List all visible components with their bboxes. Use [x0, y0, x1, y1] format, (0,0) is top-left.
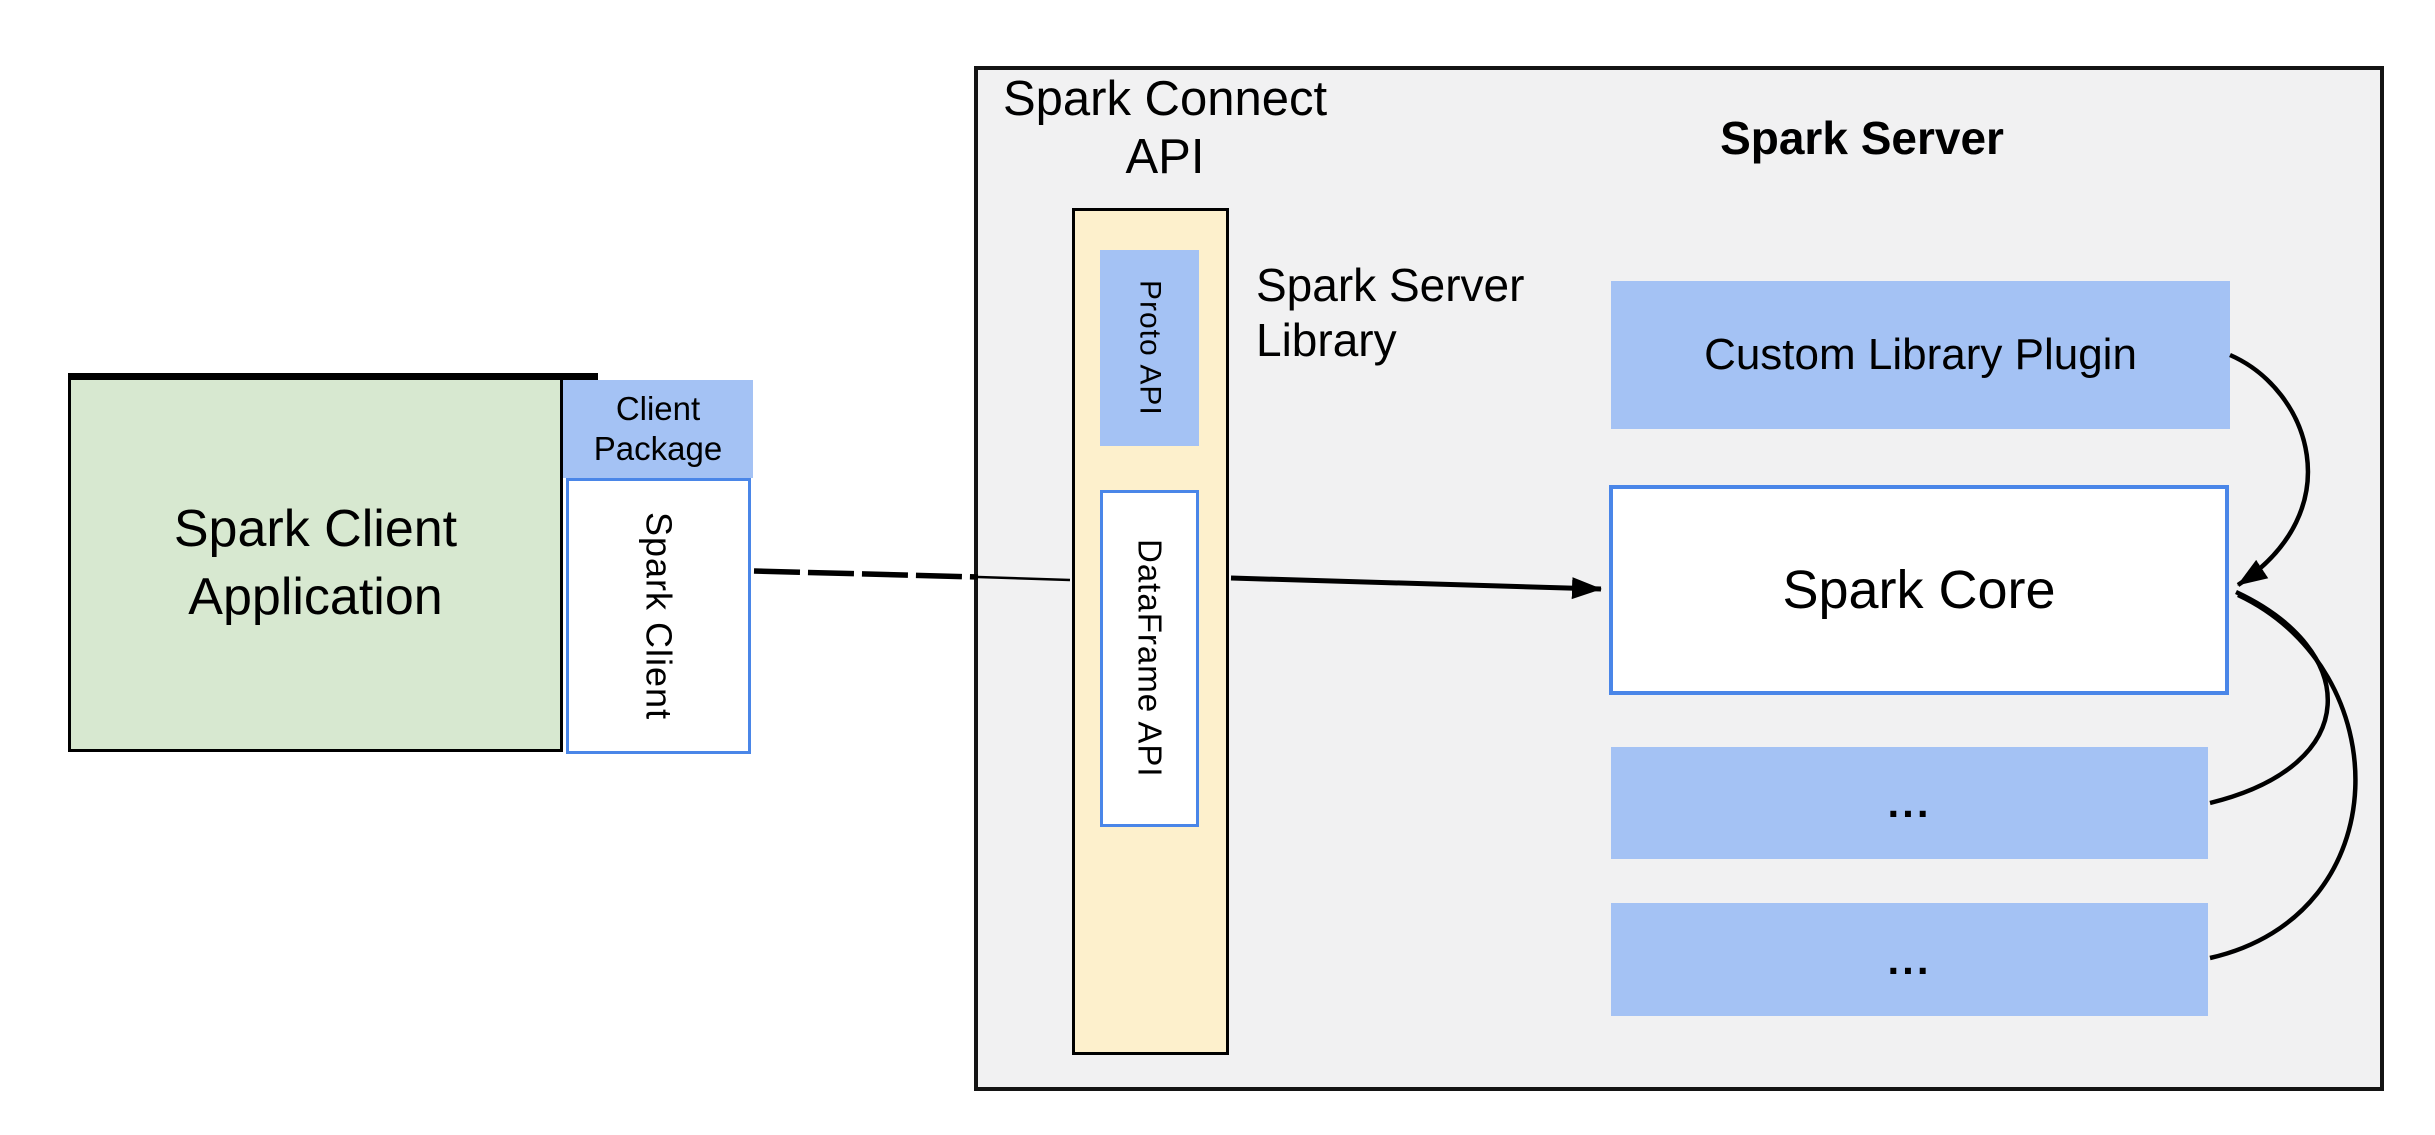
ellipsis-label-2: ...: [1887, 935, 1932, 983]
ellipsis-box-1: ...: [1611, 747, 2208, 859]
spark-client-application-label: Spark Client Application: [174, 495, 457, 631]
spark-core-label: Spark Core: [1782, 560, 2056, 620]
client-package-box: Client Package: [563, 380, 753, 478]
spark-client-application-line1: Spark Client: [173, 500, 458, 558]
spark-server-library-label: Spark Server Library: [1256, 258, 1524, 368]
custom-library-plugin-label: Custom Library Plugin: [1704, 330, 2137, 379]
spark-client-box: Spark Client: [566, 478, 751, 754]
spark-core-box: Spark Core: [1609, 485, 2229, 695]
spark-server-library-label-line2: Library: [1256, 314, 1397, 366]
spark-client-application-box: Spark Client Application: [68, 377, 563, 752]
spark-server-library-label-line1: Spark Server: [1256, 259, 1525, 311]
spark-client-application-line2: Application: [188, 568, 443, 626]
client-application-top-border-line: [68, 373, 598, 380]
spark-client-vertical-label: Spark Client: [638, 511, 680, 721]
spark-server-title: Spark Server: [1720, 112, 2004, 164]
client-package-line1: Client: [615, 390, 701, 427]
spark-connect-api-label-line2: API: [1125, 130, 1205, 184]
client-package-line2: Package: [593, 430, 723, 467]
ellipsis-label-1: ...: [1887, 779, 1932, 826]
ellipsis-box-2: ...: [1611, 903, 2208, 1016]
spark-connect-api-label-line1: Spark Connect: [1002, 72, 1328, 126]
proto-api-box: Proto API: [1100, 250, 1199, 446]
proto-api-vertical-label: Proto API: [1133, 280, 1167, 416]
dataframe-api-vertical-label: DataFrame API: [1131, 539, 1169, 778]
arrow-client-to-library-dashed: [753, 568, 979, 580]
dataframe-api-box: DataFrame API: [1100, 490, 1199, 827]
spark-connect-api-label: Spark Connect API: [945, 70, 1385, 186]
custom-library-plugin-box: Custom Library Plugin: [1611, 281, 2230, 429]
